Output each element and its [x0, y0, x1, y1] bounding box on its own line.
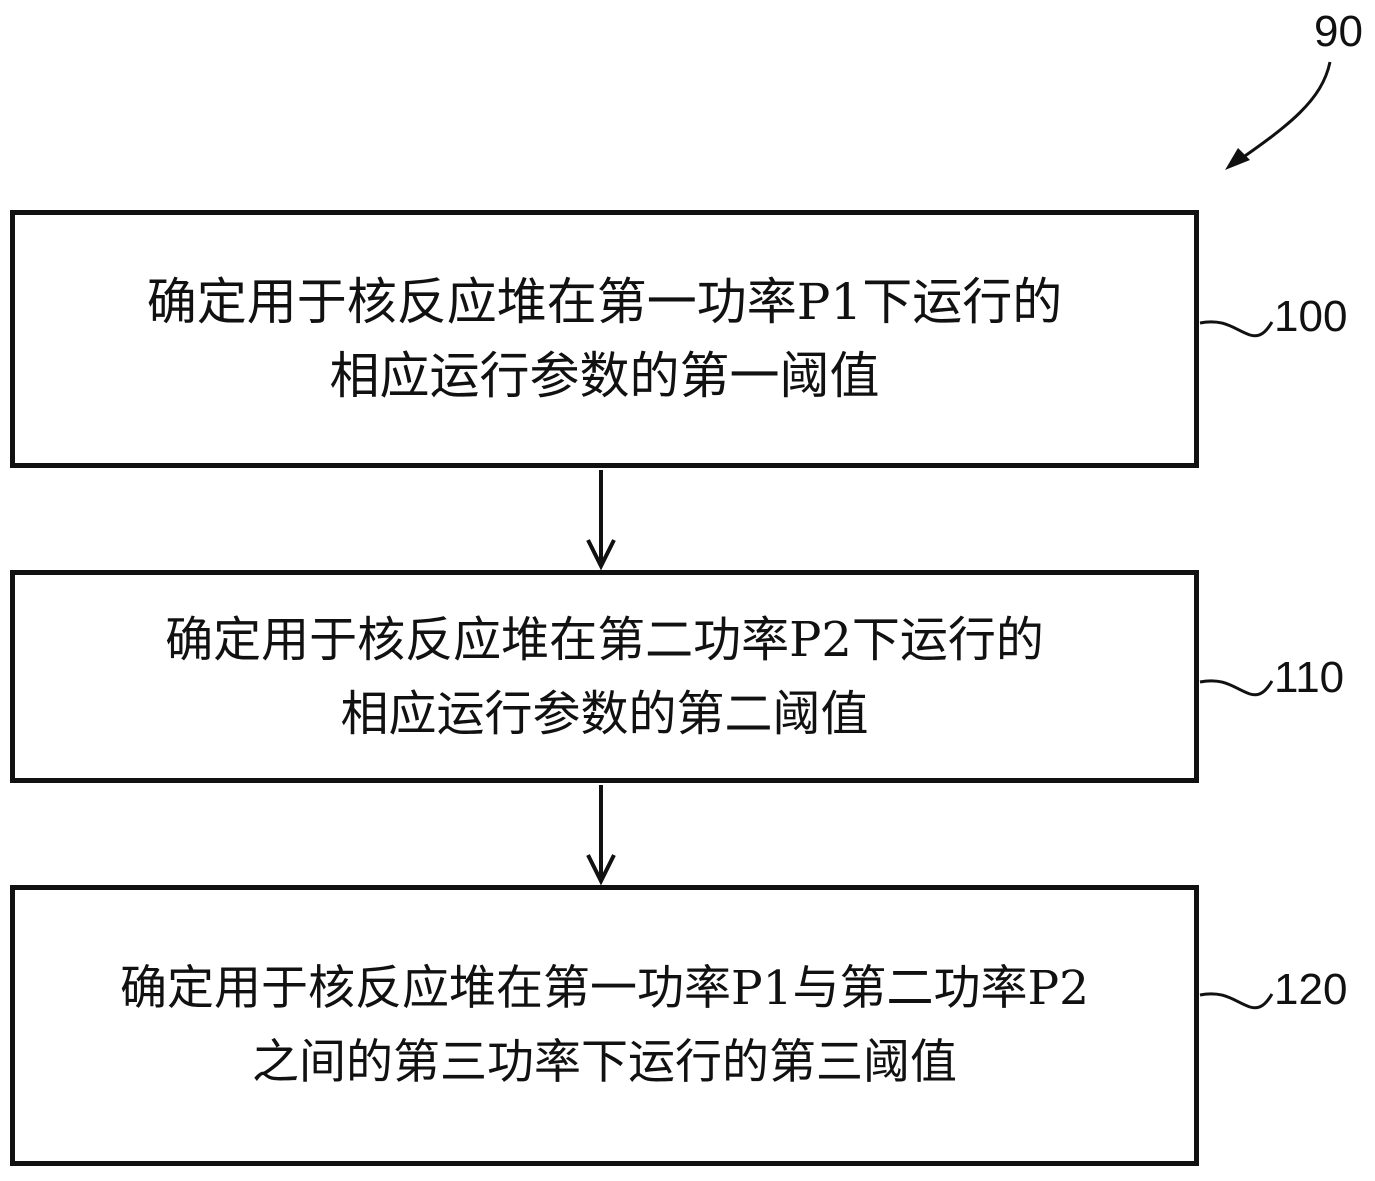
ref-leader-120 — [1199, 992, 1274, 1010]
step-110-line-2: 相应运行参数的第二阈值 — [340, 685, 869, 742]
step-120-line-1: 确定用于核反应堆在第一功率P1与第二功率P2 — [119, 960, 1090, 1016]
flow-arrow-100-to-110 — [586, 470, 616, 571]
step-100-ref-label: 100 — [1274, 292, 1348, 341]
step-110-line-1: 确定用于核反应堆在第二功率P2下运行的 — [165, 611, 1044, 668]
step-100-line-2: 相应运行参数的第一阈值 — [329, 347, 880, 405]
flow-arrow-110-to-120 — [586, 785, 616, 886]
step-box-110: 确定用于核反应堆在第二功率P2下运行的 相应运行参数的第二阈值 — [10, 570, 1199, 783]
ref-leader-100 — [1199, 320, 1274, 338]
step-110-ref-label: 110 — [1274, 653, 1345, 702]
step-120-ref-label: 120 — [1274, 965, 1348, 1014]
step-100-line-1: 确定用于核反应堆在第一功率P1下运行的 — [146, 273, 1063, 331]
step-box-100: 确定用于核反应堆在第一功率P1下运行的 相应运行参数的第一阈值 — [10, 210, 1199, 468]
step-120-line-2: 之间的第三功率下运行的第三阈值 — [252, 1034, 957, 1090]
step-box-120: 确定用于核反应堆在第一功率P1与第二功率P2 之间的第三功率下运行的第三阈值 — [10, 885, 1199, 1166]
figure-ref-label: 90 — [1314, 7, 1363, 56]
ref-leader-110 — [1199, 679, 1274, 697]
figure-ref-leader-arrow — [1225, 61, 1332, 170]
